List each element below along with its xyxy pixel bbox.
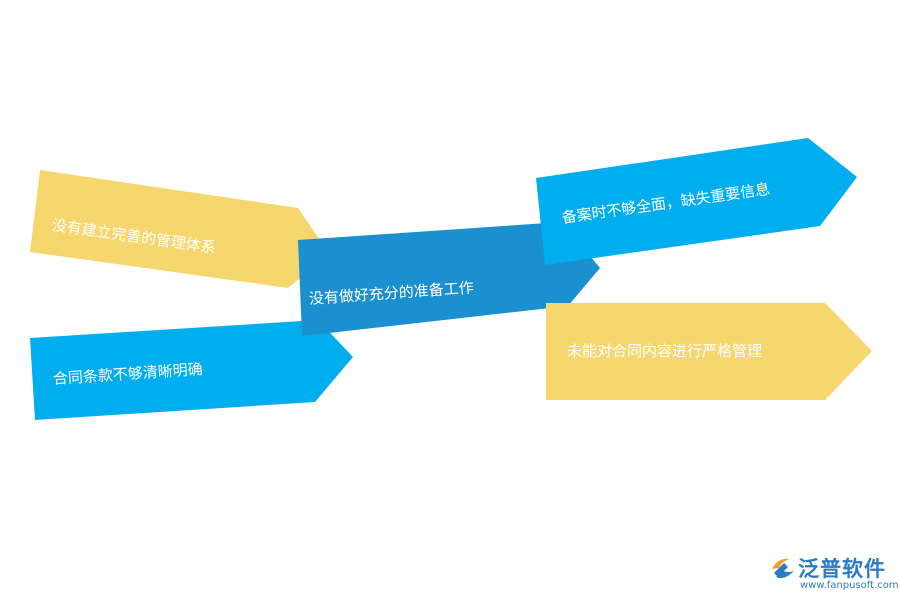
arrow-center: [298, 222, 600, 336]
brand-logo: 泛普软件 www.fanpusoft.com: [768, 553, 899, 595]
arrow-left-top: [30, 170, 330, 288]
label-right-bottom: 未能对合同内容进行严格管理: [567, 342, 763, 360]
arrow-right-bottom: [546, 303, 872, 400]
logo-url: www.fanpusoft.com: [800, 580, 899, 591]
arrow-right-top: [536, 138, 857, 265]
logo-name: 泛普软件: [798, 557, 886, 581]
logo-mark-icon: [772, 558, 794, 579]
arrow-left-bottom: [30, 320, 353, 420]
